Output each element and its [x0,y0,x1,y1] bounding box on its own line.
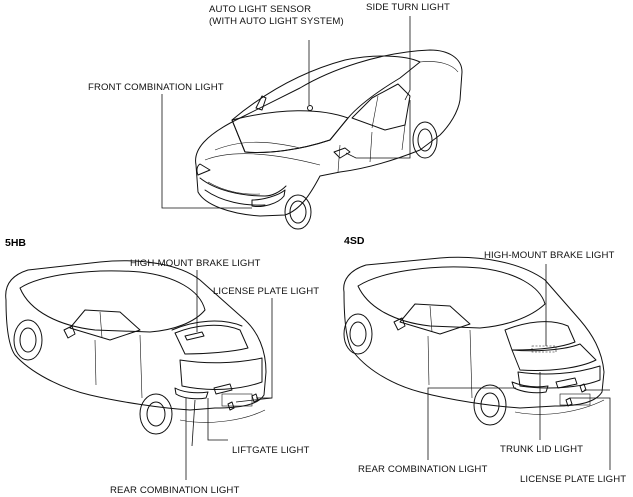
label-hb-rear-combination-light: REAR COMBINATION LIGHT [110,485,240,496]
label-sd-high-mount-brake-light: HIGH-MOUNT BRAKE LIGHT [484,250,615,261]
label-auto-light-sensor-note: (WITH AUTO LIGHT SYSTEM) [209,16,344,27]
section-label-4sd: 4SD [344,235,365,247]
hatchback-leader-lines [185,270,273,480]
label-hb-liftgate-light: LIFTGATE LIGHT [232,445,310,456]
top-car-leader-lines [161,16,411,209]
hatchback-rear-view-illustration [5,260,267,435]
sedan-leader-lines [427,264,611,470]
front-view-car-illustration [195,49,463,230]
section-label-5hb: 5HB [5,237,27,249]
label-sd-rear-combination-light: REAR COMBINATION LIGHT [358,464,488,475]
label-side-turn-light: SIDE TURN LIGHT [366,2,450,13]
label-hb-high-mount-brake-light: HIGH-MOUNT BRAKE LIGHT [130,258,261,269]
label-sd-trunk-lid-light: TRUNK LID LIGHT [500,444,584,455]
label-sd-license-plate-light: LICENSE PLATE LIGHT [520,474,627,485]
sedan-rear-view-illustration [343,256,605,426]
label-front-combination-light: FRONT COMBINATION LIGHT [88,82,224,93]
label-hb-license-plate-light: LICENSE PLATE LIGHT [213,286,320,297]
label-auto-light-sensor: AUTO LIGHT SENSOR [209,4,312,15]
